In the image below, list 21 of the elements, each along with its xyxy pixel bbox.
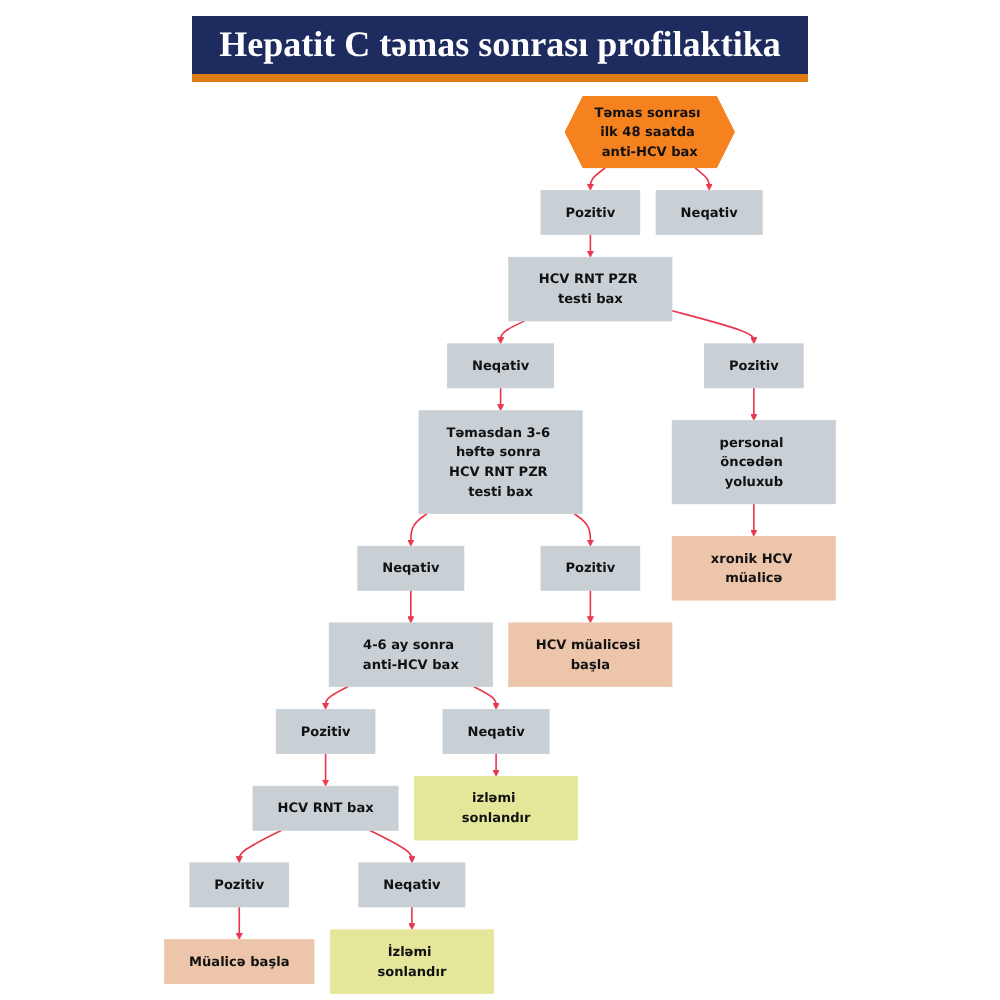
arrow [750,387,758,421]
arrow [407,589,415,624]
arrow [497,387,505,412]
arrow [408,906,416,931]
arrow [492,752,500,777]
arrow [322,685,349,710]
arrow [671,309,758,345]
arrow [694,167,713,191]
title-banner: Hepatit C təmas sonrası profilaktika [191,16,809,82]
arrow [750,502,758,537]
arrow [235,906,243,940]
arrow [368,829,416,864]
arrow [586,589,594,624]
arrow [586,167,607,191]
arrow [235,829,283,864]
arrow [586,233,594,258]
arrow [407,512,428,547]
arrow [497,320,526,345]
arrow [472,685,500,710]
arrow [573,512,594,547]
arrow [322,752,330,787]
